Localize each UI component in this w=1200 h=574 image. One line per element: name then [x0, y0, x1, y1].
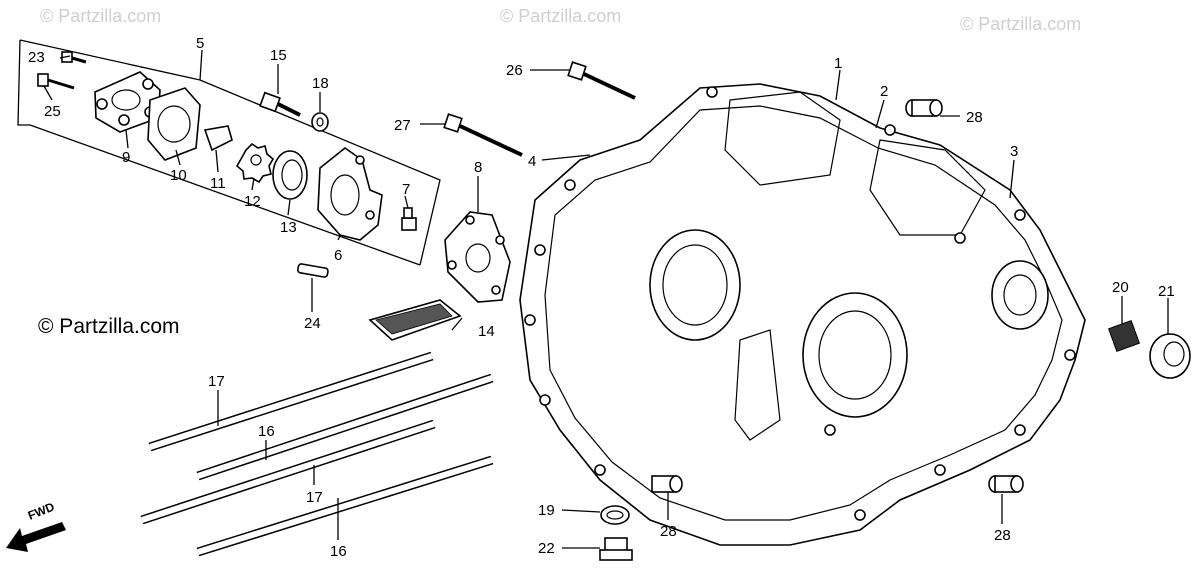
leader-lines: [43, 49, 1169, 549]
callout-3: 3: [1010, 143, 1018, 160]
copyright-text: © Partzilla.com: [38, 315, 180, 338]
part-17-stud-upper[interactable]: [148, 351, 434, 452]
part-28-dowel-bottom-center[interactable]: [651, 475, 683, 493]
callout-5: 5: [196, 35, 204, 52]
part-11-pin[interactable]: [203, 125, 233, 152]
part-27-bolt[interactable]: [443, 113, 523, 157]
part-22-drain-bolt[interactable]: [599, 537, 633, 561]
callout-6: 6: [334, 247, 342, 264]
callout-1: 1: [834, 55, 842, 72]
callout-28-right: 28: [994, 527, 1011, 544]
part-12-inner-rotor[interactable]: [235, 142, 275, 184]
studs-group: [140, 351, 494, 557]
callout-18: 18: [312, 75, 329, 92]
callout-2: 2: [880, 83, 888, 100]
group-bracket-right: [199, 79, 441, 266]
callout-10: 10: [170, 167, 187, 184]
fwd-label: FWD: [26, 499, 57, 522]
watermark-top-left: © Partzilla.com: [40, 6, 161, 26]
part-14-oil-strainer[interactable]: [368, 299, 462, 341]
part-18-washer[interactable]: [311, 112, 329, 132]
callout-20: 20: [1112, 279, 1129, 296]
oil-pump-group: [17, 39, 441, 266]
fwd-arrow-icon: FWD: [6, 499, 66, 552]
callout-17-lower: 17: [306, 489, 323, 506]
part-8-plate[interactable]: [444, 211, 511, 303]
part-20-needle-bearing[interactable]: [1107, 319, 1141, 353]
callout-28-top: 28: [966, 109, 983, 126]
callout-22: 22: [538, 540, 555, 557]
callout-15: 15: [270, 47, 287, 64]
part-28-dowel-bottom-right[interactable]: [988, 475, 1024, 493]
part-17-stud-lower[interactable]: [140, 419, 436, 525]
callout-4: 4: [528, 153, 536, 170]
callout-16-upper: 16: [258, 423, 275, 440]
part-7-bolt[interactable]: [401, 207, 417, 231]
part-6-pump-body[interactable]: [317, 146, 383, 241]
part-19-washer[interactable]: [600, 505, 630, 525]
part-13-outer-rotor[interactable]: [272, 150, 308, 200]
callout-23: 23: [28, 49, 45, 66]
callout-11: 11: [210, 175, 226, 192]
callout-24: 24: [304, 315, 321, 332]
part-1-2-crankcase[interactable]: [519, 83, 1086, 546]
part-28-dowel-top[interactable]: [905, 99, 943, 117]
flange-bolt-holes: [524, 86, 1076, 521]
watermark-top-right: © Partzilla.com: [960, 14, 1081, 34]
callout-28-center: 28: [660, 523, 677, 540]
part-24-dowel-pin[interactable]: [297, 263, 329, 278]
watermark-top-center: © Partzilla.com: [500, 6, 621, 26]
callout-26: 26: [506, 62, 523, 79]
callout-16-lower: 16: [330, 543, 347, 560]
callout-13: 13: [280, 219, 297, 236]
callout-12: 12: [244, 193, 261, 210]
callout-27: 27: [394, 117, 411, 134]
callout-25: 25: [44, 103, 61, 120]
callout-17-upper: 17: [208, 373, 225, 390]
part-26-bolt[interactable]: [567, 61, 636, 100]
group-bracket-bottom: [29, 124, 421, 266]
part-25-bolt[interactable]: [37, 73, 75, 90]
callout-21: 21: [1158, 283, 1175, 300]
callout-8: 8: [474, 159, 482, 176]
callout-7: 7: [402, 181, 410, 198]
part-15-bolt[interactable]: [259, 91, 301, 117]
part-16-stud-lower[interactable]: [196, 455, 494, 557]
callout-19: 19: [538, 502, 555, 519]
part-21-oil-seal[interactable]: [1149, 333, 1191, 379]
callout-9: 9: [122, 149, 130, 166]
group-bracket-top: [19, 39, 201, 81]
part-10-gasket[interactable]: [147, 87, 201, 161]
part-16-stud-upper[interactable]: [196, 373, 494, 481]
group-bracket-left: [17, 39, 30, 126]
callout-14: 14: [478, 323, 495, 340]
callouts: 1 2 3 4 5 6 7 8 9 10 11 12 13 14 15 16 1…: [28, 35, 1175, 560]
